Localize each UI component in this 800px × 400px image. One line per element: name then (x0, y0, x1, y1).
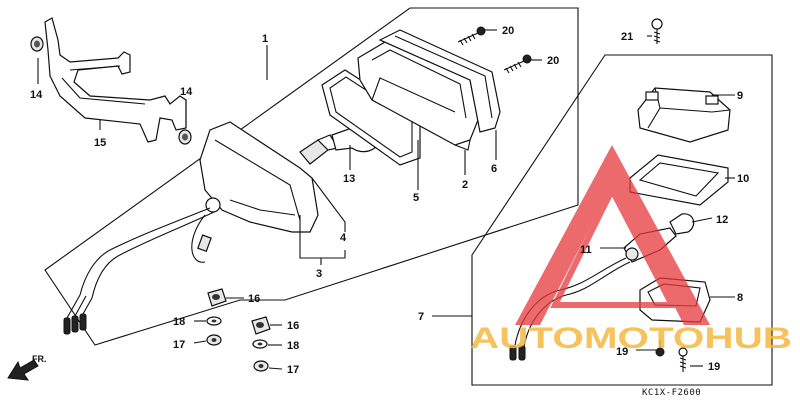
part-label-11: 11 (580, 244, 592, 256)
part-label-15: 15 (94, 137, 106, 149)
washer-part-18-right (252, 339, 268, 349)
nut-part-16-lower (251, 316, 271, 335)
part-label-12: 12 (716, 214, 728, 226)
part-label-16-upper: 16 (248, 293, 260, 305)
front-direction-arrow: FR. (7, 354, 47, 381)
gasket-part-10 (629, 154, 729, 206)
bulb-socket (299, 134, 339, 165)
lens-part-6 (378, 29, 501, 133)
part-label-3: 3 (316, 268, 322, 280)
part-label-6: 6 (491, 163, 497, 175)
part-label-18-left: 18 (173, 316, 185, 328)
washer-part-18-left (206, 316, 222, 326)
part-label-4: 4 (340, 232, 347, 244)
direction-label: FR. (32, 354, 47, 364)
part-label-13: 13 (343, 173, 355, 185)
part-label-17-left: 17 (173, 339, 185, 351)
grommet-part-14-top (30, 36, 44, 52)
part-label-19-left: 19 (616, 346, 628, 358)
bulb-part-12 (669, 213, 695, 235)
nut-part-17-right (253, 360, 269, 372)
part-label-8: 8 (737, 292, 743, 304)
diagram-code: KC1X-F2600 (642, 388, 701, 398)
part-label-16-lower: 16 (287, 320, 299, 332)
part-label-14-left: 14 (30, 89, 43, 101)
part-label-10: 10 (737, 173, 749, 185)
part-label-20-lower: 20 (547, 55, 559, 67)
nut-part-17-left (206, 334, 222, 346)
screw-part-19-left (655, 340, 665, 357)
sub-assembly-frame (471, 54, 773, 386)
part-label-2: 2 (462, 179, 468, 191)
part-label-7: 7 (418, 311, 424, 323)
part-label-19-right: 19 (708, 361, 720, 373)
part-label-5: 5 (413, 192, 419, 204)
main-assembly-frame (44, 7, 579, 346)
part-label-1: 1 (262, 33, 268, 45)
grommet-part-14-right (178, 129, 192, 145)
part-label-14-right: 14 (180, 86, 193, 98)
part-label-17-right: 17 (287, 364, 299, 376)
nut-part-16-upper (207, 288, 227, 307)
screw-part-21 (651, 18, 663, 44)
gasket-part-5 (321, 69, 421, 166)
part-label-18-right: 18 (287, 340, 299, 352)
taillight-wiring (63, 207, 215, 335)
part-label-20-upper: 20 (502, 25, 514, 37)
screw-part-19-right (678, 347, 688, 372)
screw-part-20-lower (503, 54, 532, 74)
watermark-text: AUTOMOTOHUB (470, 322, 792, 355)
bracket-part-15 (44, 17, 187, 143)
part-label-9: 9 (737, 90, 743, 102)
watermark-logo (515, 145, 710, 325)
screw-part-20-upper (457, 26, 486, 46)
leader-lines (37, 29, 735, 370)
cover-part-9 (637, 87, 731, 143)
part-label-21: 21 (621, 31, 633, 43)
